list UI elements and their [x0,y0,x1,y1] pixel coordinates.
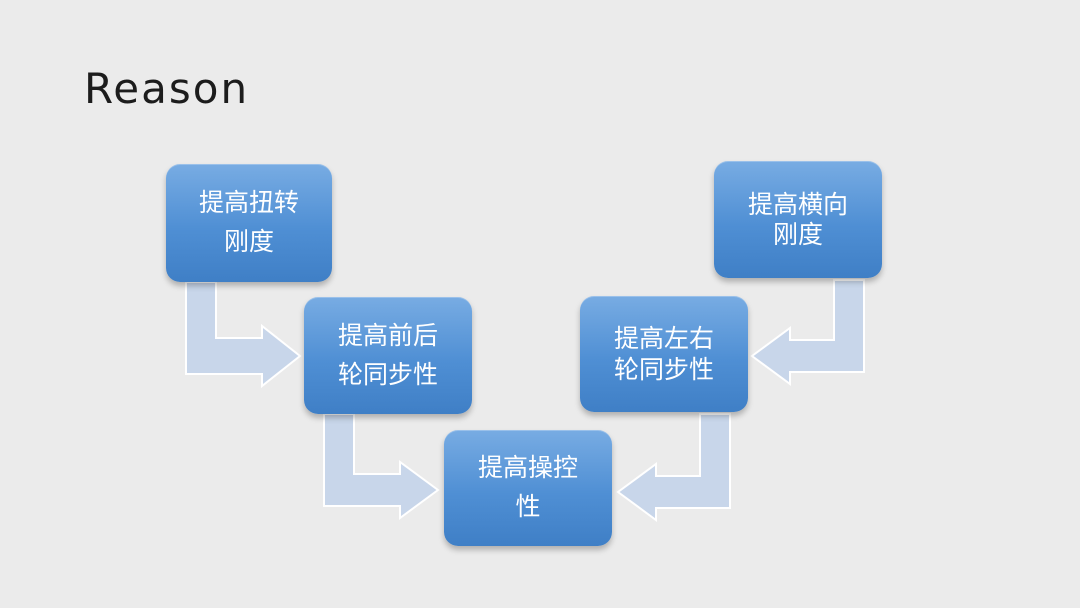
node-left-right-sync: 提高左右 轮同步性 [580,296,748,412]
node-label: 提高扭转 刚度 [198,188,299,256]
arrow-lateral-to-left-right [750,279,865,386]
node-torsion-stiffness: 提高扭转 刚度 [166,164,332,282]
node-label: 提高横向 刚度 [747,189,848,249]
node-front-rear-sync: 提高前后 轮同步性 [304,297,472,414]
slide-title: Reason [84,64,250,113]
node-label: 提高操控 性 [477,453,578,521]
node-label: 提高前后 轮同步性 [337,320,438,389]
node-lateral-stiffness: 提高横向 刚度 [714,161,882,278]
arrow-left-right-to-handling [616,413,731,522]
arrow-torsion-to-front-rear [185,281,302,389]
arrow-front-rear-to-handling [323,413,440,520]
node-label: 提高左右 轮同步性 [613,323,714,384]
node-handling: 提高操控 性 [444,430,612,546]
